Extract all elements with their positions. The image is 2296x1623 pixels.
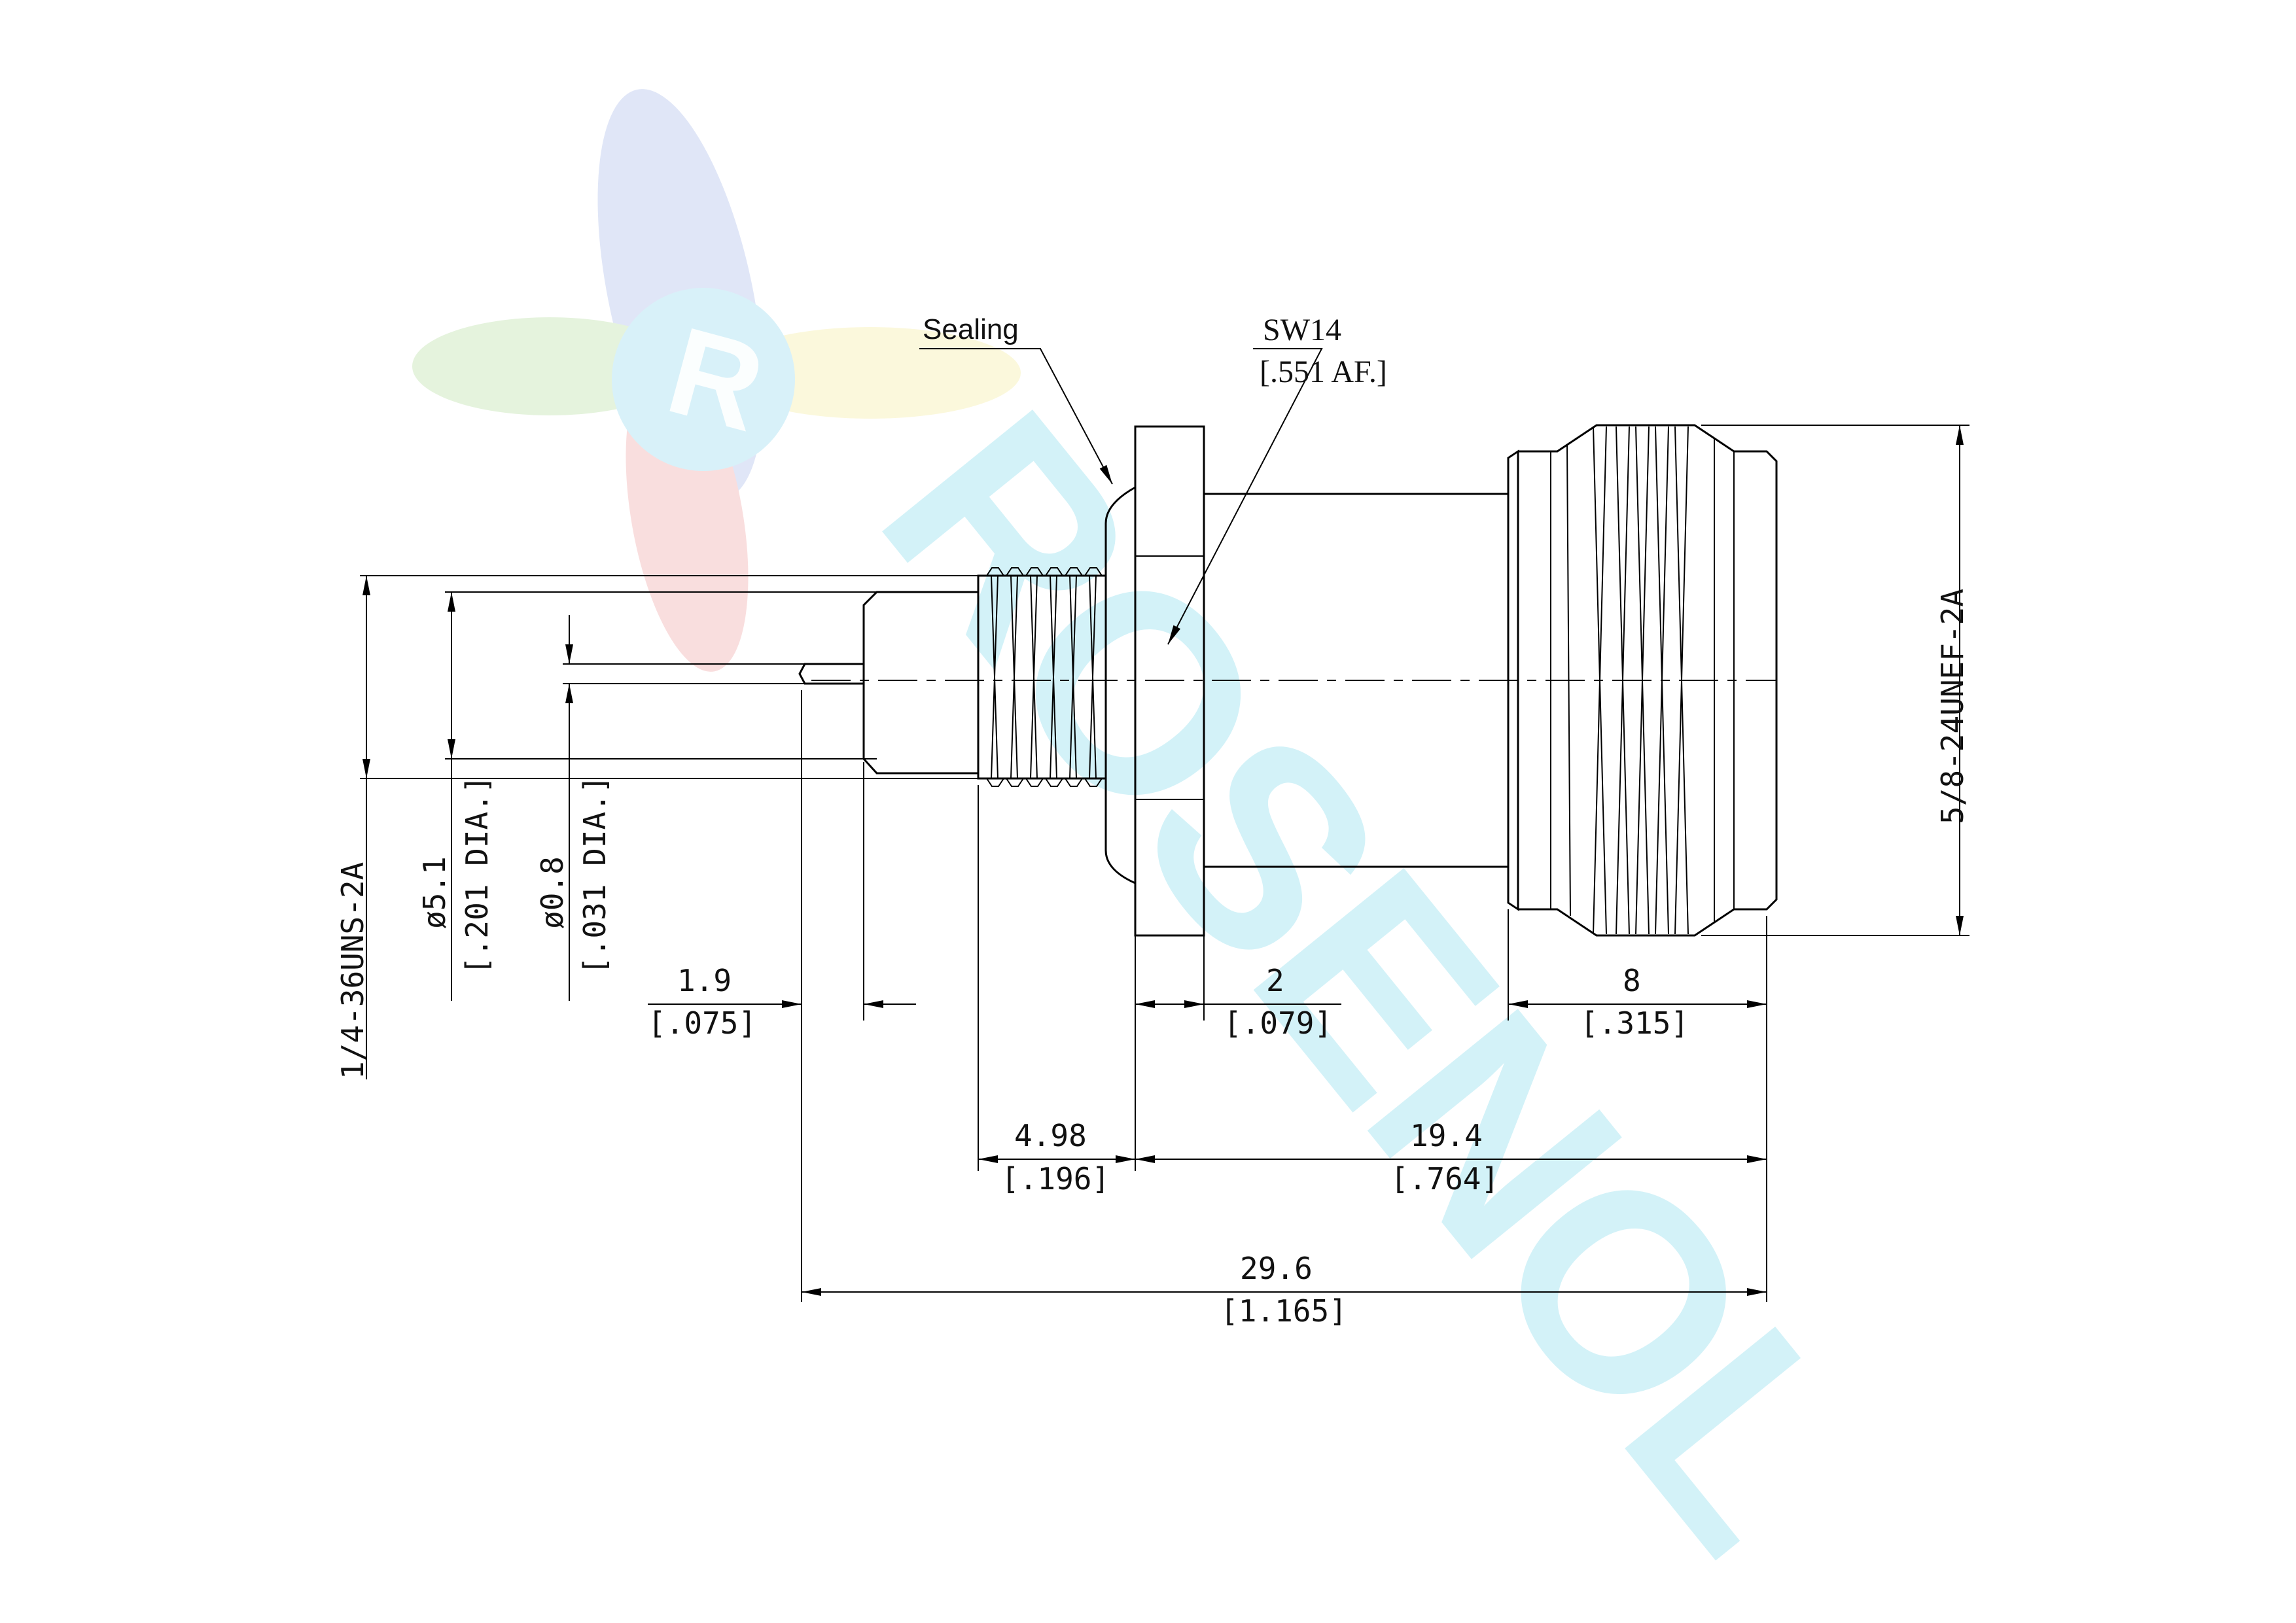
sw-label: SW14 xyxy=(1263,313,1341,347)
dia-body-inch-label: [.201 DIA.] xyxy=(459,775,495,975)
sw-inch-label: [.551 AF.] xyxy=(1260,355,1387,389)
thread-small-label: 1/4-36UNS-2A xyxy=(335,862,370,1079)
sealing-label: Sealing xyxy=(923,313,1019,345)
dim-4-98-label: 4.98 xyxy=(1014,1118,1087,1153)
dim-29-6-inch-label: [1.165] xyxy=(1220,1293,1347,1329)
dia-body-label: ø5.1 xyxy=(417,856,452,929)
front-body xyxy=(862,591,978,775)
dim-1-9-inch-label: [.075] xyxy=(648,1005,756,1041)
dia-pin-label: ø0.8 xyxy=(535,856,570,929)
dim-19-4-inch-label: [.764] xyxy=(1390,1161,1499,1196)
watermark-logo: R xyxy=(412,89,1021,672)
connector-outline xyxy=(798,424,1778,937)
dim-1-9-label: 1.9 xyxy=(677,963,732,998)
dim-2-label: 2 xyxy=(1266,963,1284,998)
dia-pin-inch-label: [.031 DIA.] xyxy=(577,775,612,975)
dim-19-4-label: 19.4 xyxy=(1410,1118,1483,1153)
dim-8-inch-label: [.315] xyxy=(1580,1005,1689,1041)
thread-large-label: 5/8-24UNEF-2A xyxy=(1935,589,1970,824)
sealing-ring xyxy=(1104,486,1136,884)
center-pin xyxy=(798,663,864,685)
dim-8-label: 8 xyxy=(1623,963,1641,998)
watermark-text: ROSENOL xyxy=(824,357,1916,1601)
dim-29-6-label: 29.6 xyxy=(1240,1251,1313,1286)
dim-2-inch-label: [.079] xyxy=(1224,1005,1332,1041)
main-body xyxy=(1204,493,1508,868)
dimension-lines xyxy=(360,348,1969,1302)
dim-4-98-inch-label: [.196] xyxy=(1001,1161,1110,1196)
